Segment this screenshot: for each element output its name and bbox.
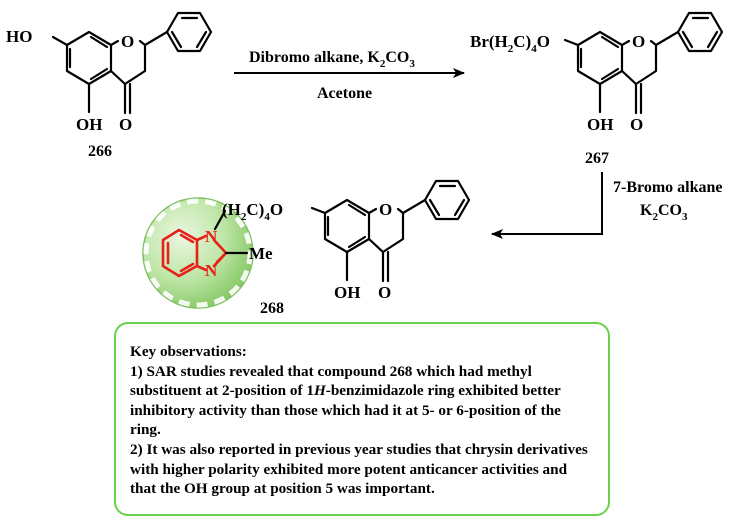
compound-267-structure: Br(H2C)4O O OH O <box>470 11 724 134</box>
observation-point-1: 1) SAR studies revealed that compound 26… <box>130 362 561 439</box>
step2-base: K2CO3 <box>640 202 688 223</box>
c268-butoxy-chain: (H2C)4O <box>222 200 283 223</box>
compound-266-structure: HO O OH O <box>6 11 213 134</box>
c268-ring-oxygen: O <box>379 200 392 219</box>
c268-oh-label: OH <box>334 283 360 302</box>
c267-carbonyl-oxygen: O <box>630 115 643 134</box>
observations-heading: Key observations: <box>130 343 247 360</box>
c268-carbonyl-oxygen: O <box>378 283 391 302</box>
compound-266-label: 266 <box>88 143 112 160</box>
c267-bromobutoxy-chain: Br(H2C)4O <box>470 32 550 55</box>
compound-267-label: 267 <box>585 150 609 167</box>
c266-ho-label: HO <box>6 27 32 46</box>
step2-reagent: 7-Bromo alkane <box>613 179 722 196</box>
c266-oh-label: OH <box>76 115 102 134</box>
compound-268-structure: N N Me (H2C)4O O OH O <box>142 179 471 309</box>
compound-268-label: 268 <box>260 300 284 317</box>
c267-ring-oxygen: O <box>632 32 645 51</box>
reaction-arrow-2 <box>491 172 603 239</box>
c268-n1: N <box>205 227 218 246</box>
observation-point-2: 2) It was also reported in previous year… <box>130 440 588 498</box>
highlight-sphere-dashes <box>143 198 253 308</box>
c268-n3: N <box>205 261 218 280</box>
c266-carbonyl-oxygen: O <box>119 115 132 134</box>
step1-reagents: Dibromo alkane, K2CO3 <box>249 49 415 70</box>
c267-oh-label: OH <box>587 115 613 134</box>
c266-ring-oxygen: O <box>121 32 134 51</box>
step1-solvent: Acetone <box>317 85 372 102</box>
key-observations-box: Key observations: 1) SAR studies reveale… <box>114 322 610 516</box>
c268-methyl: Me <box>249 244 273 263</box>
